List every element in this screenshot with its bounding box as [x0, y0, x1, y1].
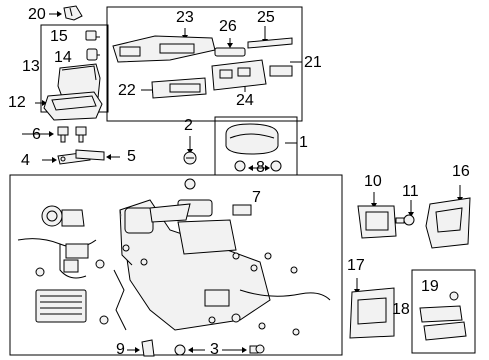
part-25-strip	[247, 37, 293, 49]
callout-14: 14	[54, 49, 72, 66]
callout-26: 26	[219, 18, 237, 35]
part-12-tray	[43, 91, 103, 121]
part-6-bolts	[57, 126, 87, 143]
part-9-clip	[141, 339, 155, 357]
callout-22: 22	[118, 82, 136, 99]
part-11-screw	[395, 214, 415, 226]
part-16-trim-panel	[425, 197, 471, 249]
callout-3: 3	[210, 341, 219, 358]
callout-2: 2	[184, 117, 193, 134]
part-26-trim	[214, 47, 246, 57]
callout-11: 11	[402, 183, 419, 200]
callout-25: 25	[257, 9, 275, 26]
part-19-screw	[449, 291, 459, 301]
callout-8: 8	[256, 159, 265, 176]
callout-7: 7	[252, 189, 261, 206]
part-7-fasteners	[35, 178, 300, 336]
callout-5: 5	[127, 148, 136, 165]
callout-1: 1	[299, 134, 308, 151]
callout-21: 21	[304, 54, 322, 71]
part-15-clip	[85, 30, 97, 41]
part-23-vent-panel	[112, 35, 216, 63]
part-10-frame	[357, 205, 397, 239]
callout-23: 23	[176, 9, 194, 26]
callout-20: 20	[28, 6, 46, 23]
callout-9: 9	[116, 341, 125, 358]
part-7-blower-motor	[41, 205, 85, 227]
part-18-switch	[419, 305, 467, 341]
part-7-module	[63, 243, 89, 273]
callout-12: 12	[8, 94, 26, 111]
part-22-panel	[151, 77, 207, 99]
callout-13: 13	[22, 58, 40, 75]
part-1-console-lid	[225, 123, 279, 155]
callout-4: 4	[21, 152, 30, 169]
callout-10: 10	[364, 173, 382, 190]
part-2-screw	[183, 151, 197, 165]
group-box-7	[9, 174, 343, 356]
part-7-bracket	[149, 203, 191, 223]
callout-6: 6	[32, 126, 41, 143]
callout-15: 15	[50, 28, 68, 45]
part-20-bracket	[63, 5, 83, 21]
part-7-block	[35, 289, 87, 323]
part-5-bracket	[75, 149, 105, 161]
part-14-insert	[86, 48, 98, 61]
part-17-trim-panel	[349, 287, 395, 339]
part-13-tray	[57, 63, 101, 103]
callout-19: 19	[421, 278, 439, 295]
part-3-screws	[174, 344, 265, 356]
part-24-switch-panel	[211, 59, 293, 91]
callout-16: 16	[452, 163, 470, 180]
callout-17: 17	[347, 257, 365, 274]
group-box-18-19	[411, 269, 476, 354]
group-box-21-26	[106, 6, 303, 122]
callout-24: 24	[236, 92, 254, 109]
part-8-screws	[234, 160, 282, 172]
callout-18: 18	[392, 301, 410, 318]
part-7-console-body	[119, 199, 271, 331]
